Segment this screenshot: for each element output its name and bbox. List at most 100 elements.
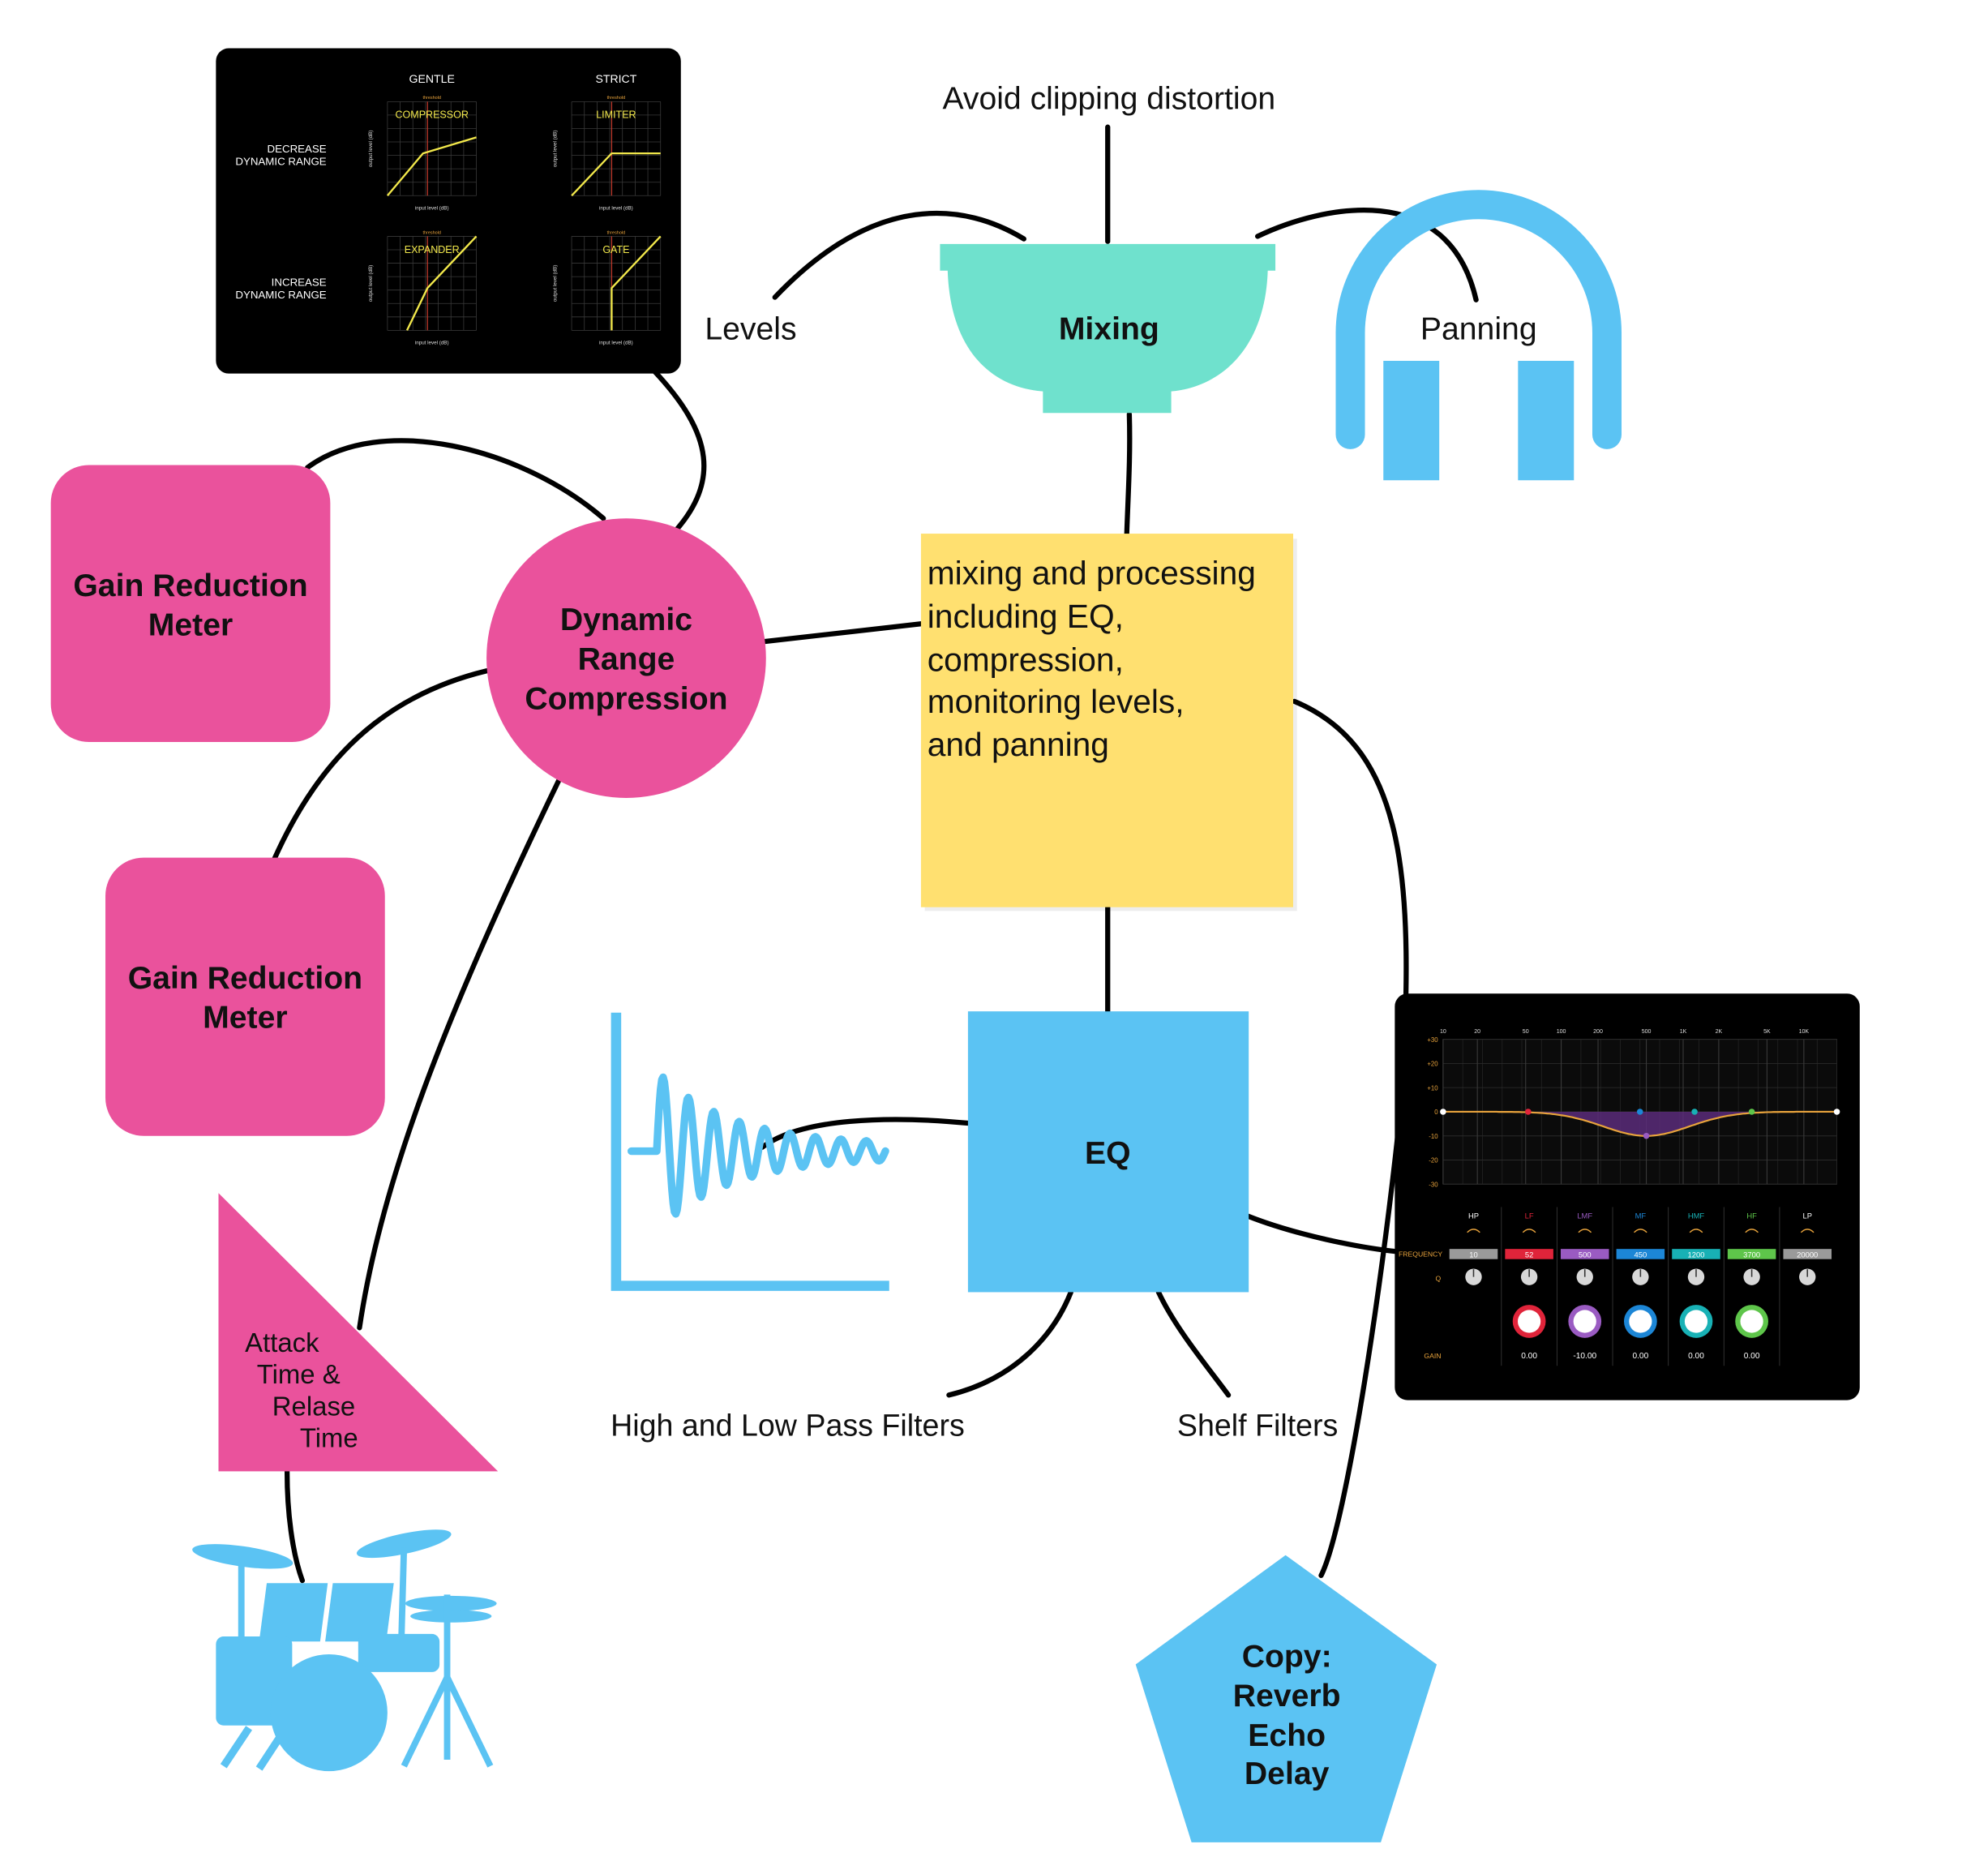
drc-line-2: Range bbox=[578, 642, 675, 677]
eq-frequency-field[interactable] bbox=[1727, 1249, 1776, 1259]
eq-band-controls: HP10LF520.00LMF500-10.00MF4500.00HMF1200… bbox=[1449, 1207, 1832, 1366]
eq-band-node[interactable] bbox=[1440, 1109, 1446, 1115]
eq-freq-tick: 5K bbox=[1763, 1029, 1771, 1035]
eq-freq-tick: 10K bbox=[1799, 1029, 1810, 1035]
high-low-pass-filters-label[interactable]: High and Low Pass Filters bbox=[611, 1408, 965, 1442]
eq-gain-tick: 0 bbox=[1434, 1109, 1438, 1116]
eq-frequency-field[interactable] bbox=[1672, 1249, 1720, 1259]
dynamic-range-compression-node[interactable]: Dynamic Range Compression bbox=[486, 518, 766, 798]
eq-frequency-field[interactable] bbox=[1783, 1249, 1832, 1259]
eq-band-name: HF bbox=[1746, 1212, 1757, 1220]
drum-kit-icon[interactable] bbox=[191, 1524, 497, 1772]
copy-effects-node[interactable]: Copy: Reverb Echo Delay bbox=[1135, 1555, 1437, 1842]
eq-frequency-field[interactable] bbox=[1449, 1249, 1498, 1259]
eq-band-node[interactable] bbox=[1636, 1109, 1643, 1115]
row-decrease-label-1: DECREASE bbox=[268, 143, 327, 155]
eq-frequency-field[interactable] bbox=[1505, 1249, 1553, 1259]
eq-band-node[interactable] bbox=[1525, 1109, 1532, 1115]
circle-shape bbox=[486, 518, 766, 798]
drc-line-1: Dynamic bbox=[560, 603, 692, 637]
waveform-axes-icon bbox=[611, 1012, 889, 1291]
gain-knob[interactable] bbox=[1629, 1310, 1652, 1333]
gain-meter-1-line-1: Gain Reduction bbox=[73, 568, 307, 603]
sticky-line-4: monitoring levels, bbox=[928, 683, 1185, 720]
dynamics-graph-title: EXPANDER bbox=[405, 244, 460, 255]
col-strict-label: STRICT bbox=[595, 72, 636, 85]
x-axis-label: input level (dB) bbox=[415, 206, 449, 212]
gain-reduction-meter-node-2[interactable]: Gain Reduction Meter bbox=[105, 857, 385, 1136]
connector-sticky-drc bbox=[760, 621, 924, 645]
gain-knob[interactable] bbox=[1684, 1310, 1708, 1333]
eq-dip-fill bbox=[1524, 1111, 1768, 1136]
gain-knob[interactable] bbox=[1518, 1310, 1541, 1333]
copy-line-4: Delay bbox=[1245, 1756, 1330, 1791]
filter-shape-icon bbox=[1689, 1229, 1703, 1233]
col-gentle-label: GENTLE bbox=[409, 72, 455, 85]
headphones-icon bbox=[1335, 190, 1622, 481]
dynamics-graph-title: GATE bbox=[602, 244, 629, 255]
attack-line-1: Attack bbox=[245, 1327, 319, 1357]
connector-drc-gain-meter-2 bbox=[272, 668, 490, 862]
connector-eq-hlpf bbox=[946, 1289, 1073, 1398]
eq-gain-value: 0.00 bbox=[1632, 1352, 1648, 1361]
avoid-clipping-label[interactable]: Avoid clipping distortion bbox=[942, 82, 1275, 117]
eq-freq-tick: 20 bbox=[1474, 1029, 1480, 1035]
eq-band-node[interactable] bbox=[1748, 1109, 1755, 1115]
eq-freq-tick: 2K bbox=[1716, 1029, 1723, 1035]
rounded-square-shape bbox=[105, 857, 385, 1136]
eq-node[interactable]: EQ bbox=[967, 1011, 1249, 1293]
eq-frequency-field[interactable] bbox=[1560, 1249, 1609, 1259]
connector-mixing-levels bbox=[772, 210, 1026, 300]
gain-meter-2-line-1: Gain Reduction bbox=[128, 961, 362, 996]
connector-sticky-copy bbox=[1292, 698, 1409, 1578]
eq-gain-value: 0.00 bbox=[1744, 1352, 1760, 1361]
eq-band-node[interactable] bbox=[1643, 1132, 1650, 1139]
threshold-label: threshold bbox=[607, 230, 626, 235]
connector-drc-gain-meter-1 bbox=[305, 438, 606, 521]
waveform-node[interactable] bbox=[611, 1012, 889, 1291]
bowl-icon bbox=[940, 243, 1276, 414]
panning-label: Panning bbox=[1420, 311, 1537, 346]
row-increase-label-2: DYNAMIC RANGE bbox=[235, 289, 326, 301]
connector-eq-wave bbox=[759, 1117, 971, 1150]
eq-gain-value: -10.00 bbox=[1573, 1352, 1596, 1361]
eq-band-node[interactable] bbox=[1691, 1109, 1698, 1115]
filter-shape-icon bbox=[1578, 1229, 1592, 1233]
eq-frequency-value: 500 bbox=[1579, 1250, 1592, 1259]
levels-label[interactable]: Levels bbox=[705, 311, 796, 346]
sticky-note[interactable]: mixing and processing including EQ, comp… bbox=[920, 534, 1297, 911]
eq-freq-tick: 500 bbox=[1642, 1029, 1652, 1035]
eq-band-name: LP bbox=[1802, 1212, 1812, 1220]
gain-row-label: GAIN bbox=[1424, 1352, 1441, 1360]
y-axis-label: output level (dB) bbox=[368, 131, 374, 168]
attack-release-node[interactable]: Attack Time & Relase Time bbox=[218, 1193, 499, 1472]
eq-frequency-field[interactable] bbox=[1616, 1249, 1665, 1259]
mixing-node[interactable]: Mixing bbox=[940, 243, 1276, 414]
eq-band-name: HMF bbox=[1688, 1212, 1705, 1220]
mixing-label: Mixing bbox=[1059, 311, 1159, 346]
gain-knob[interactable] bbox=[1573, 1310, 1596, 1333]
triangle-shape bbox=[218, 1193, 499, 1472]
threshold-label: threshold bbox=[607, 96, 626, 101]
panning-node[interactable]: Panning bbox=[1335, 190, 1622, 481]
y-axis-label: output level (dB) bbox=[552, 131, 558, 168]
y-axis-label: output level (dB) bbox=[368, 265, 374, 302]
shelf-filters-label[interactable]: Shelf Filters bbox=[1177, 1408, 1338, 1442]
eq-freq-tick: 1K bbox=[1680, 1029, 1687, 1035]
eq-gain-tick: +10 bbox=[1427, 1084, 1438, 1092]
eq-band-node[interactable] bbox=[1833, 1109, 1840, 1115]
connector-attack-drums bbox=[284, 1469, 306, 1584]
gain-reduction-meter-node-1[interactable]: Gain Reduction Meter bbox=[50, 465, 331, 743]
eq-gain-tick: +20 bbox=[1427, 1061, 1438, 1068]
filter-shape-icon bbox=[1522, 1229, 1536, 1233]
attack-line-4: Time bbox=[300, 1423, 358, 1453]
threshold-label: threshold bbox=[422, 230, 441, 235]
gain-knob[interactable] bbox=[1740, 1310, 1763, 1333]
